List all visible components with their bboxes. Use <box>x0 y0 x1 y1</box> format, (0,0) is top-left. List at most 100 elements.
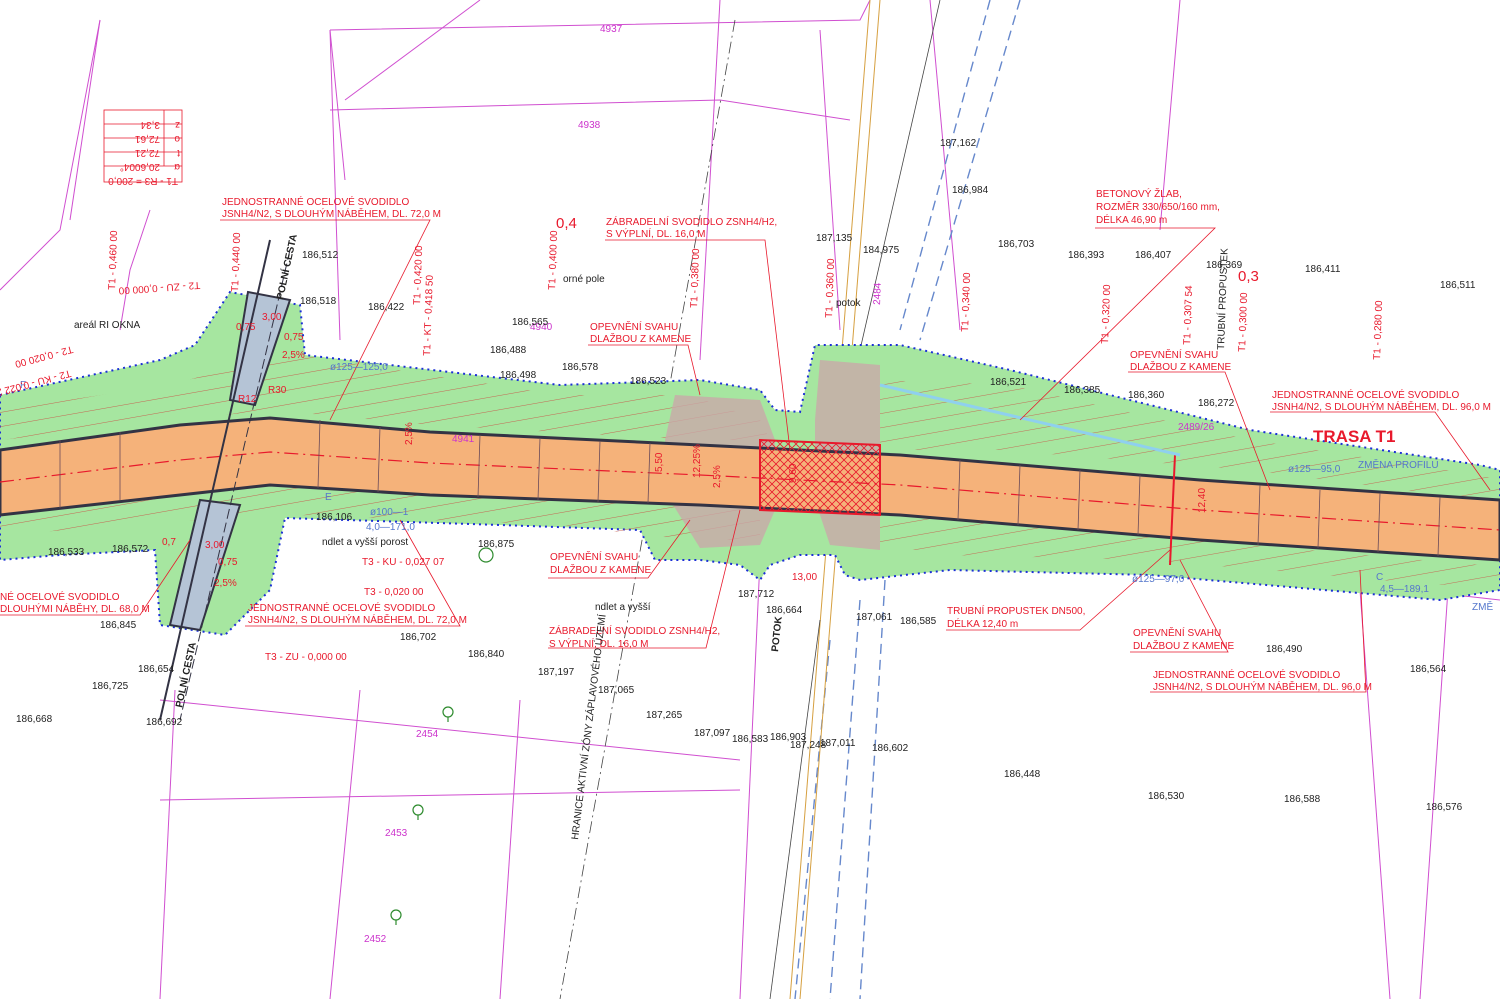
svg-text:JSNH4/N2, S DLOUHÝM NÁBĚHEM, D: JSNH4/N2, S DLOUHÝM NÁBĚHEM, DL. 72,0 M <box>248 613 467 626</box>
svg-text:T1 - 0,360 00: T1 - 0,360 00 <box>824 258 837 318</box>
svg-text:DÉLKA 46,90 m: DÉLKA 46,90 m <box>1096 213 1167 226</box>
svg-text:DLOUHÝMI NÁBĚHY, DL. 68,0 M: DLOUHÝMI NÁBĚHY, DL. 68,0 M <box>0 602 150 615</box>
slope-value-1: 0,4 <box>556 215 577 232</box>
svg-text:186,578: 186,578 <box>562 362 599 373</box>
svg-text:186,875: 186,875 <box>478 539 515 550</box>
svg-text:T1 - 0,307 54: T1 - 0,307 54 <box>1182 285 1195 345</box>
svg-text:186,668: 186,668 <box>16 714 53 725</box>
svg-text:186,512: 186,512 <box>302 250 339 261</box>
svg-text:72,21: 72,21 <box>135 147 160 158</box>
svg-text:JSNH4/N2, S DLOUHÝM NÁBĚHEM, D: JSNH4/N2, S DLOUHÝM NÁBĚHEM, DL. 72,0 M <box>222 207 441 220</box>
svg-text:13,00: 13,00 <box>792 572 817 583</box>
svg-text:186,664: 186,664 <box>766 605 803 616</box>
svg-text:186,583: 186,583 <box>732 734 769 745</box>
svg-text:0,75: 0,75 <box>236 322 256 333</box>
callout-svodidlo-right-bottom: JEDNOSTRANNÉ OCELOVÉ SVODIDLO JSNH4/N2, … <box>1153 668 1372 693</box>
svg-text:4940: 4940 <box>530 322 553 333</box>
svg-text:DLAŽBOU Z KAMENE: DLAŽBOU Z KAMENE <box>1130 360 1231 373</box>
svg-text:C: C <box>1376 572 1383 583</box>
bridge-deck <box>759 438 881 517</box>
road-centreline <box>0 451 1500 531</box>
svg-text:186,488: 186,488 <box>490 345 527 356</box>
svg-text:0,75: 0,75 <box>218 557 238 568</box>
svg-text:T1 - 0,280 00: T1 - 0,280 00 <box>1372 300 1385 360</box>
elevation-labels: 187,162 186,984 186,703 186,393 186,407 … <box>16 138 1476 813</box>
callout-svodidlo-left-bottom: NÉ OCELOVÉ SVODIDLO DLOUHÝMI NÁBĚHY, DL.… <box>0 590 150 615</box>
svg-text:potok: potok <box>836 298 861 309</box>
svg-text:187,162: 187,162 <box>940 138 977 149</box>
svg-text:BETONOVÝ ŽLAB,: BETONOVÝ ŽLAB, <box>1096 187 1182 200</box>
svg-text:2,5%: 2,5% <box>712 465 723 488</box>
svg-text:187,248: 187,248 <box>790 740 827 751</box>
svg-text:184,975: 184,975 <box>863 245 900 256</box>
svg-text:JSNH4/N2, S DLOUHÝM NÁBĚHEM, D: JSNH4/N2, S DLOUHÝM NÁBĚHEM, DL. 96,0 M <box>1272 400 1491 413</box>
svg-text:ndlet a vyšší: ndlet a vyšší <box>595 602 651 613</box>
svg-text:T1 - 0,440 00: T1 - 0,440 00 <box>230 232 243 292</box>
concrete-channel <box>879 383 1181 457</box>
svg-text:NÉ OCELOVÉ SVODIDLO: NÉ OCELOVÉ SVODIDLO <box>0 590 120 603</box>
callout-svodidlo-right-top: JEDNOSTRANNÉ OCELOVÉ SVODIDLO JSNH4/N2, … <box>1272 388 1491 413</box>
svg-text:187,011: 187,011 <box>820 738 856 749</box>
svg-text:DÉLKA 12,40 m: DÉLKA 12,40 m <box>947 617 1018 630</box>
svg-text:T2 - 0,020 00: T2 - 0,020 00 <box>13 343 74 369</box>
svg-text:ø125—95,0: ø125—95,0 <box>1288 464 1341 475</box>
svg-text:186,530: 186,530 <box>1148 791 1185 802</box>
profile-labels: ø125—125,0 ø125—95,0 ø125—97,0 ø100—1 4,… <box>20 362 1429 595</box>
svg-text:3,00: 3,00 <box>262 312 282 323</box>
svg-text:186,588: 186,588 <box>1284 794 1321 805</box>
svg-text:186,576: 186,576 <box>1426 802 1463 813</box>
svg-text:T1 - KT - 0,418 50: T1 - KT - 0,418 50 <box>422 274 436 356</box>
svg-text:2453: 2453 <box>385 828 408 839</box>
svg-text:186,448: 186,448 <box>1004 769 1041 780</box>
svg-text:0,7: 0,7 <box>162 537 176 548</box>
dimension-labels: 3,00 3,00 0,75 0,75 0,75 0,7 2,5% 2,5% 2… <box>162 312 1208 589</box>
svg-text:o: o <box>174 133 180 144</box>
svg-text:186,407: 186,407 <box>1135 250 1172 261</box>
svg-text:S VÝPLNÍ, DL. 16,0 M: S VÝPLNÍ, DL. 16,0 M <box>549 637 649 650</box>
svg-text:4937: 4937 <box>600 24 623 35</box>
svg-text:2454: 2454 <box>416 729 439 740</box>
route-title: TRASA T1 <box>1313 427 1396 446</box>
culvert-line <box>1169 454 1176 566</box>
svg-text:T1 - 0,320 00: T1 - 0,320 00 <box>1100 284 1113 344</box>
slope-value-2: 0,3 <box>1238 268 1259 285</box>
svg-text:2489/26: 2489/26 <box>1178 422 1215 433</box>
svg-text:T3 - KU - 0,027 07: T3 - KU - 0,027 07 <box>362 557 445 568</box>
svg-text:0,75: 0,75 <box>284 332 304 343</box>
svg-text:DLAŽBOU Z KAMENE: DLAŽBOU Z KAMENE <box>550 563 651 576</box>
svg-text:4938: 4938 <box>578 120 601 131</box>
callout-zabradli-bottom: ZÁBRADELNÍ SVODIDLO ZSNH4/H2, S VÝPLNÍ, … <box>549 624 720 650</box>
callout-trubni-propustek: TRUBNÍ PROPUSTEK DN500, DÉLKA 12,40 m <box>947 604 1085 630</box>
stream-corridor <box>794 0 1021 999</box>
svg-text:OPEVNĚNÍ SVAHU: OPEVNĚNÍ SVAHU <box>590 320 678 333</box>
leader-lines <box>0 219 1491 693</box>
svg-text:2452: 2452 <box>364 934 387 945</box>
svg-text:186,564: 186,564 <box>1410 664 1447 675</box>
svg-text:orné pole: orné pole <box>563 274 605 285</box>
svg-text:2484: 2484 <box>872 282 884 305</box>
label-potok: POTOK <box>770 615 785 652</box>
svg-text:t: t <box>177 147 180 158</box>
svg-text:3,34: 3,34 <box>140 119 160 130</box>
svg-text:4,5—189,1: 4,5—189,1 <box>1380 584 1429 595</box>
svg-text:186,565: 186,565 <box>512 317 549 328</box>
svg-text:T1 - 0,420 00: T1 - 0,420 00 <box>412 245 425 305</box>
svg-text:R12: R12 <box>238 394 257 405</box>
label-zme: ZMĚ <box>1472 600 1493 613</box>
svg-text:4941: 4941 <box>452 434 475 445</box>
svg-text:186,533: 186,533 <box>48 547 85 558</box>
svg-text:186,411: 186,411 <box>1305 264 1341 275</box>
svg-text:ROZMĚR 330/650/160 mm,: ROZMĚR 330/650/160 mm, <box>1096 200 1220 213</box>
svg-text:186,523: 186,523 <box>630 376 667 387</box>
svg-text:186,703: 186,703 <box>998 239 1035 250</box>
callout-betonovy-zlab: BETONOVÝ ŽLAB, ROZMĚR 330/650/160 mm, DÉ… <box>1096 187 1220 226</box>
svg-text:z: z <box>175 119 180 130</box>
svg-text:T1 - 0,340 00: T1 - 0,340 00 <box>960 272 973 332</box>
svg-text:ø125—125,0: ø125—125,0 <box>330 362 388 373</box>
svg-text:E: E <box>325 492 332 503</box>
label-trubni-propustek-small: TRUBNÍ PROPUSTEK <box>1214 248 1231 350</box>
svg-text:ZÁBRADELNÍ SVODIDLO ZSNH4/H2,: ZÁBRADELNÍ SVODIDLO ZSNH4/H2, <box>606 215 777 228</box>
svg-text:186,725: 186,725 <box>92 681 129 692</box>
callout-svodidlo-left-top: JEDNOSTRANNÉ OCELOVÉ SVODIDLO JSNH4/N2, … <box>222 195 441 220</box>
